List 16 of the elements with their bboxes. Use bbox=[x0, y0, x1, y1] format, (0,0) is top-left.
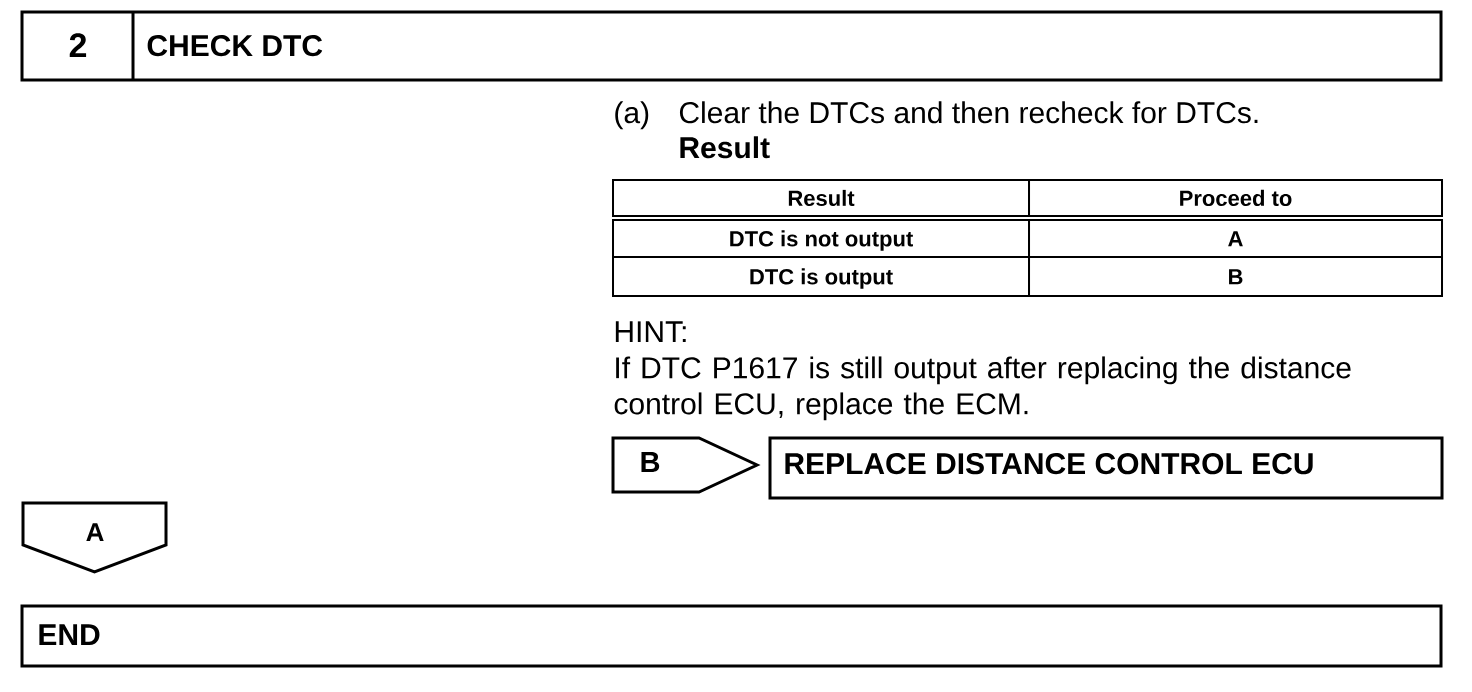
action-box: REPLACE DISTANCE CONTROL ECU bbox=[768, 436, 1444, 500]
table-cell: DTC is output bbox=[612, 256, 1030, 297]
section-heading: Result bbox=[680, 136, 770, 159]
branch-tag: B bbox=[611, 436, 761, 494]
step-number: 2 bbox=[69, 33, 87, 57]
end-box: END bbox=[20, 604, 1443, 668]
table-cell: A bbox=[1028, 219, 1443, 258]
step-header-box bbox=[20, 10, 1443, 82]
table-cell: B bbox=[1028, 256, 1443, 297]
hint-text: If DTC P1617 is still output after replacing the distance control ECU, replace the ECM. bbox=[614, 356, 1351, 421]
column-header: Proceed to bbox=[1028, 179, 1443, 217]
branch-tag: A bbox=[21, 501, 168, 574]
hint-heading: HINT: bbox=[615, 321, 686, 342]
step-title: CHECK DTC bbox=[147, 35, 323, 57]
table-cell: DTC is not output bbox=[612, 219, 1030, 258]
column-header: Result bbox=[612, 179, 1030, 217]
